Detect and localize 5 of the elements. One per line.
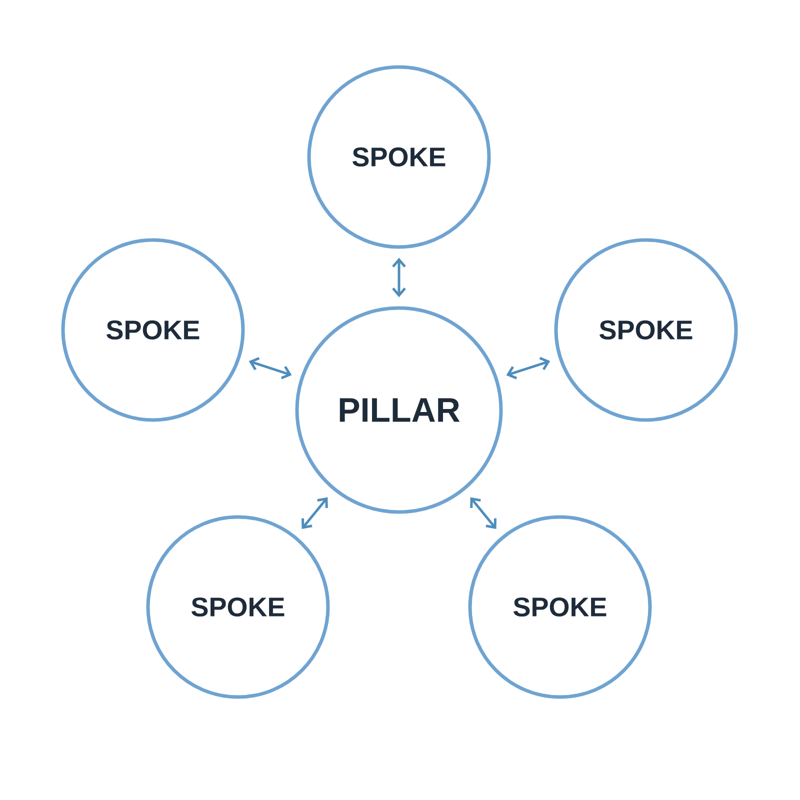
double-arrow [248, 357, 292, 380]
double-arrow [392, 258, 406, 298]
double-arrow [506, 356, 550, 380]
double-arrow [302, 497, 328, 529]
double-arrow [470, 497, 496, 529]
